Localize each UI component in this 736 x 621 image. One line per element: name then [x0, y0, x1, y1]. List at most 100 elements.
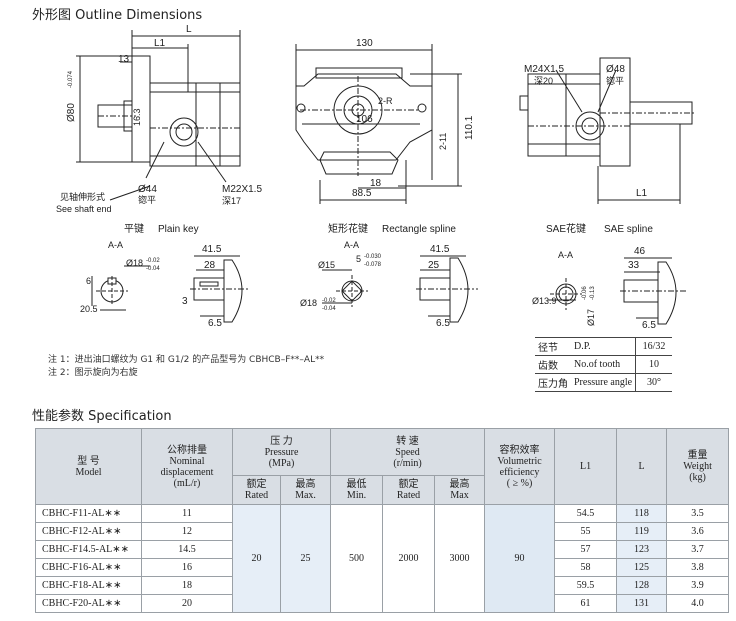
header-rated-zh: 额定 — [246, 479, 267, 490]
header-disp-unit: (mL/r) — [173, 477, 201, 489]
dim-16-3: 16.3 — [132, 108, 142, 126]
header-model-zh: 型 号 — [77, 455, 100, 467]
plain-key-20-5: 20.5 — [80, 304, 98, 314]
rect-spline-title-en: Rectangle spline — [382, 224, 456, 235]
weight-cell: 3.7 — [666, 540, 730, 559]
model-cell: CBHC-F18-AL∗∗ — [35, 576, 142, 595]
note-1: 注 1：进出油口螺纹为 G1 和 G1/2 的产品型号为 CBHCB–F**–A… — [48, 355, 325, 365]
rect-spline-41-5: 41.5 — [430, 244, 450, 255]
header-max-zh: 最高 — [295, 479, 316, 490]
l-cell: 128 — [616, 576, 668, 595]
rect-spline-25: 25 — [428, 260, 440, 271]
dim-2-11: 2-11 — [438, 133, 448, 150]
weight-cell: 3.9 — [666, 576, 730, 595]
dim-d80: Ø80 — [66, 103, 77, 122]
dim-2-R: 2-R — [378, 96, 393, 106]
l1-cell: 55 — [554, 522, 618, 541]
rect-spline-6-5: 6.5 — [436, 318, 450, 329]
plain-key-aa: A-A — [108, 240, 123, 250]
l1-cell: 54.5 — [554, 504, 618, 523]
header-disp-en2: displacement — [160, 466, 214, 478]
header-l: L — [616, 428, 668, 505]
header-srated-en: Rated — [396, 490, 421, 501]
rect-spline-tol5a: -0.030 — [364, 254, 382, 260]
header-smax-zh: 最高 — [449, 479, 470, 490]
header-speed-rated: 额定 Rated — [382, 475, 436, 505]
model-cell: CBHC-F14.5-AL∗∗ — [35, 540, 142, 559]
plain-key-tol-a: -0.02 — [146, 258, 160, 264]
table-row: CBHC-F16-AL∗∗ 16 58 125 3.8 — [35, 558, 730, 577]
table-row: CBHC-F11-AL∗∗ 11 20 25 500 2000 3000 90 … — [35, 504, 730, 613]
rect-spline-title-zh: 矩形花键 — [328, 222, 368, 235]
rect-spline-5: 5 — [356, 254, 361, 264]
dim-L1: L1 — [154, 38, 166, 49]
header-rated-en: Rated — [244, 490, 269, 501]
spline-tooth-table: 径节 D.P. 16/32 齿数 No.of tooth 10 压力角 Pres… — [535, 337, 673, 392]
header-pressure-rated: 额定 Rated — [232, 475, 281, 505]
tooth-row: 压力角 Pressure angle 30° — [535, 373, 673, 392]
sae-spline-aa: A-A — [558, 250, 573, 260]
tooth-label-zh: 径节 — [535, 337, 571, 356]
tooth-row: 径节 D.P. 16/32 — [535, 337, 673, 356]
header-speed-zh: 转 速 — [396, 435, 419, 447]
header-srated-zh: 额定 — [398, 479, 419, 490]
header-speed-max: 最高 Max — [434, 475, 486, 505]
model-cell: CBHC-F12-AL∗∗ — [35, 522, 142, 541]
header-pressure-en: Pressure — [264, 446, 299, 458]
header-eff-zh: 容积效率 — [499, 444, 540, 456]
header-speed-en: Speed — [395, 446, 420, 458]
tooth-value: 16/32 — [635, 337, 673, 356]
plain-key-6: 6 — [86, 276, 91, 286]
tooth-value: 30° — [635, 373, 673, 392]
header-eff-en1: Volumetric — [497, 455, 542, 467]
l1-cell: 57 — [554, 540, 618, 559]
header-pressure-zh: 压 力 — [270, 435, 293, 447]
efficiency-cell: 90 — [484, 504, 556, 613]
header-weight-unit: (kg) — [689, 472, 706, 483]
tooth-row: 齿数 No.of tooth 10 — [535, 355, 673, 374]
model-cell: CBHC-F11-AL∗∗ — [35, 504, 142, 523]
weight-cell: 3.8 — [666, 558, 730, 577]
plain-key-title-zh: 平键 — [124, 222, 144, 235]
tooth-label-en: No.of tooth — [571, 355, 636, 374]
header-efficiency: 容积效率 Volumetric efficiency ( ≥ %) — [484, 428, 556, 505]
shaft-note-zh: 见轴伸形式 — [60, 191, 105, 202]
header-pressure: 压 力 Pressure (MPa) — [231, 428, 332, 476]
l-cell: 125 — [616, 558, 668, 577]
dim-18: 18 — [370, 178, 382, 189]
header-l1: L1 — [554, 428, 618, 505]
header-speed: 转 速 Speed (r/min) — [330, 428, 486, 476]
plain-key-28: 28 — [204, 260, 216, 271]
displacement-cell: 14.5 — [141, 540, 233, 559]
plain-key-6-5: 6.5 — [208, 318, 222, 329]
rect-spline-d18: Ø18 — [300, 298, 317, 308]
dim-88-5: 88.5 — [352, 188, 372, 199]
header-pressure-max: 最高 Max. — [279, 475, 332, 505]
dim-13: 13 — [118, 54, 130, 65]
dim-106: 106 — [356, 114, 373, 125]
sae-spline-tol-a: -0.06 — [582, 286, 588, 300]
rect-spline-tol-a: -0.02 — [322, 298, 336, 304]
displacement-cell: 18 — [141, 576, 233, 595]
plain-key-3: 3 — [182, 296, 188, 307]
sae-spline-title-zh: SAE花键 — [546, 222, 586, 235]
model-cell: CBHC-F16-AL∗∗ — [35, 558, 142, 577]
shaft-note-en: See shaft end — [56, 204, 112, 214]
rect-spline-tol5b: -0.078 — [364, 262, 382, 268]
header-displacement: 公称排量 Nominal displacement (mL/r) — [141, 428, 233, 505]
weight-cell: 3.5 — [666, 504, 730, 523]
speed-rated-cell: 2000 — [382, 504, 436, 613]
header-eff-unit: ( ≥ %) — [506, 477, 533, 489]
displacement-cell: 11 — [141, 504, 233, 523]
plain-key-d18: Ø18 — [126, 258, 143, 268]
dim-L1-right: L1 — [636, 188, 648, 199]
tooth-label-en: Pressure angle — [571, 373, 636, 392]
pressure-rated-cell: 20 — [232, 504, 281, 613]
spec-title: 性能参数 Specification — [32, 409, 172, 424]
spotface-right: 锪平 — [606, 75, 624, 86]
table-row: CBHC-F20-AL∗∗ 20 61 131 4.0 — [35, 594, 730, 613]
l-cell: 131 — [616, 594, 668, 613]
l-cell: 119 — [616, 522, 668, 541]
pump-body-left — [149, 82, 241, 167]
sae-spline-title-en: SAE spline — [604, 224, 653, 235]
